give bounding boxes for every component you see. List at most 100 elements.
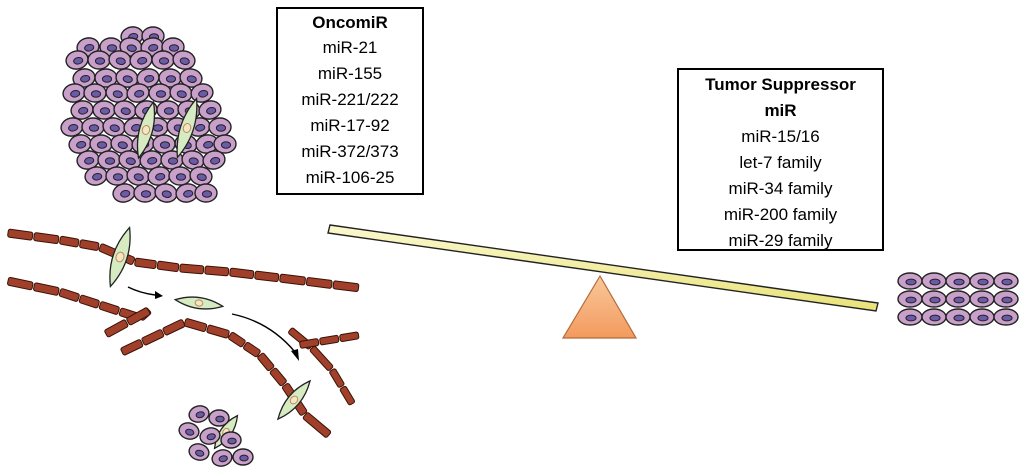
fibroblast-cell [109, 226, 131, 288]
fibroblast-cell [176, 96, 198, 160]
tumor-cell [993, 290, 1019, 308]
fibroblast-cell [173, 296, 225, 310]
arrow-head [155, 291, 163, 299]
tumor-cell [220, 431, 242, 449]
suppressor-title-line1: Tumor Suppressor [705, 75, 856, 94]
tumor-cell [126, 166, 150, 186]
vessel-segment [134, 257, 157, 270]
oncomir-item: miR-17-92 [310, 116, 390, 135]
normal-cell-grid [897, 272, 1019, 326]
tumor-cell [945, 290, 971, 308]
tumor-cell [178, 422, 200, 440]
tumor-cell [113, 100, 137, 120]
vessel-segment [299, 338, 320, 349]
tumor-cell [152, 134, 176, 154]
tumor-cell [126, 83, 150, 103]
oncomir-title: OncomiR [312, 13, 388, 32]
tumor-cell [969, 308, 995, 326]
tumor-cell [94, 68, 118, 88]
tumor-cell [151, 50, 175, 70]
vessel-segment [79, 239, 100, 251]
tumor-cell [199, 427, 221, 445]
tumor-cell [921, 290, 947, 308]
vessel-segment [141, 329, 165, 346]
suppressor-item: miR-15/16 [741, 127, 820, 146]
vessel-segment [279, 273, 306, 286]
tumor-cell [92, 100, 116, 120]
fibroblast-cell [136, 100, 156, 160]
tumor-cell [110, 134, 134, 154]
vessel-segment [183, 318, 208, 332]
tumor-cell [993, 272, 1019, 290]
vessel-segment [339, 331, 360, 342]
tumor-cell [897, 290, 923, 308]
tumor-cell [65, 50, 89, 70]
tumor-cell [154, 183, 178, 203]
vessel-segment [126, 307, 151, 326]
tumor-cell [945, 308, 971, 326]
vessel-segment [269, 367, 287, 387]
vessel-segment [309, 345, 334, 371]
arrow-head [291, 349, 299, 361]
tumor-cell [83, 83, 107, 103]
vessel-segment [33, 282, 60, 296]
vessel-segment [204, 265, 230, 277]
tumor-cell [60, 117, 84, 137]
suppressor-item: miR-34 family [728, 179, 833, 198]
vessel-segment [257, 352, 275, 372]
vessel-segment [120, 339, 144, 356]
oncomir-item: miR-221/222 [301, 90, 399, 109]
tumor-cell [921, 272, 947, 290]
tumor-cell [156, 100, 180, 120]
tumor-cell [188, 443, 210, 461]
vessel-segment [7, 228, 34, 241]
tumor-cell [194, 183, 218, 203]
primary-tumor-cell-cluster [60, 26, 237, 203]
tumor-cell [211, 449, 233, 467]
vessel-segment [162, 319, 186, 336]
tumor-cell [133, 183, 157, 203]
tumor-cell [108, 50, 132, 70]
tumor-cell [97, 150, 121, 170]
tumor-cell [208, 409, 230, 427]
tumor-cell [72, 68, 96, 88]
tumor-cell [213, 134, 237, 154]
tumor-cell [87, 50, 111, 70]
vessel-segment [329, 368, 345, 388]
vessel-segment [104, 319, 129, 338]
tumor-cell [897, 272, 923, 290]
vessel-segment [332, 280, 360, 293]
tumor-cell [179, 68, 203, 88]
tumor-cell [172, 50, 196, 70]
tumor-cell [188, 405, 210, 423]
tumor-cell [969, 272, 995, 290]
oncomir-box: OncomiR miR-21 miR-155 miR-221/222 miR-1… [276, 7, 424, 195]
oncomir-item: miR-21 [322, 38, 378, 57]
vessel-segment [7, 276, 34, 291]
tumor-cell [148, 83, 172, 103]
tumor-cell [921, 308, 947, 326]
vessel-segment [59, 235, 80, 248]
migration-arrow [231, 313, 296, 353]
tumor-cell [190, 83, 214, 103]
tumor-cell [202, 150, 226, 170]
tumor-cell [84, 166, 108, 186]
oncomir-item: miR-155 [317, 64, 383, 83]
tumor-cell [168, 166, 192, 186]
vessel-segment [243, 341, 261, 358]
vessel-segment [319, 334, 340, 346]
migration-arrows [127, 286, 299, 361]
tumor-cell [208, 117, 232, 137]
suppressor-item: miR-200 family [723, 205, 838, 224]
suppressor-item: let-7 family [739, 153, 822, 172]
vessel-segment [229, 267, 255, 280]
tumor-cell [105, 166, 129, 186]
tumor-cell [897, 308, 923, 326]
vessel-segment [305, 277, 333, 289]
vessel-segment [228, 331, 246, 348]
fibroblast-cell [276, 379, 312, 421]
suppressor-title-line2: miR [764, 101, 797, 120]
vessel-segment [302, 412, 332, 438]
vessel-segment [156, 260, 180, 273]
